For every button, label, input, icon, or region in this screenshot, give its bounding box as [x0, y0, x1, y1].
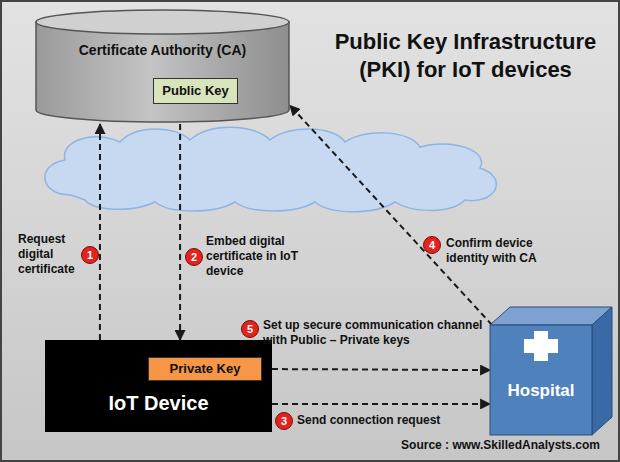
dashed-arrow — [179, 124, 181, 340]
dashed-arrow — [290, 105, 492, 325]
source-caption: Source : www.SkilledAnalysts.com — [401, 438, 600, 452]
private-key-box: Private Key — [148, 357, 262, 381]
callout-number: 1 — [81, 246, 99, 264]
cylinder-body — [36, 22, 289, 122]
hospital-cube: Hospital — [490, 325, 592, 435]
certificate-authority-cylinder: Certificate Authority (CA) Public Key — [35, 8, 290, 124]
dashed-arrow — [262, 369, 490, 370]
dashed-arrow — [272, 403, 490, 405]
node-label: Hospital — [490, 325, 592, 401]
cube-side — [592, 307, 612, 435]
dashed-arrow — [99, 124, 101, 340]
step-label: Send connection request — [297, 413, 467, 428]
cylinder-top — [36, 10, 289, 34]
callout-number: 4 — [423, 236, 441, 254]
cloud-shape — [45, 127, 497, 212]
callout-number: 5 — [241, 320, 259, 338]
cube-front — [490, 325, 592, 435]
step-label: Confirm device identity with CA — [446, 236, 576, 266]
cube-top — [490, 307, 612, 325]
step-label: Request digital certificate — [18, 232, 84, 277]
node-label: Public Key — [154, 79, 237, 102]
public-key-box: Public Key — [153, 78, 238, 104]
diagram-title: Public Key Infrastructure (PKI) for IoT … — [318, 28, 613, 83]
iot-device-box: IoT DevicePrivate Key — [45, 340, 272, 432]
cube-shape — [490, 307, 612, 435]
node-label: Certificate Authority (CA) — [35, 8, 290, 58]
medical-cross — [524, 339, 558, 353]
step-label: Embed digital certificate in IoT device — [206, 234, 306, 279]
node-label: Private Key — [149, 358, 261, 379]
callout-number: 2 — [185, 248, 203, 266]
step-label: Set up secure communication channel with… — [263, 318, 489, 348]
cylinder-shape — [35, 8, 290, 124]
callout-number: 3 — [275, 412, 293, 430]
